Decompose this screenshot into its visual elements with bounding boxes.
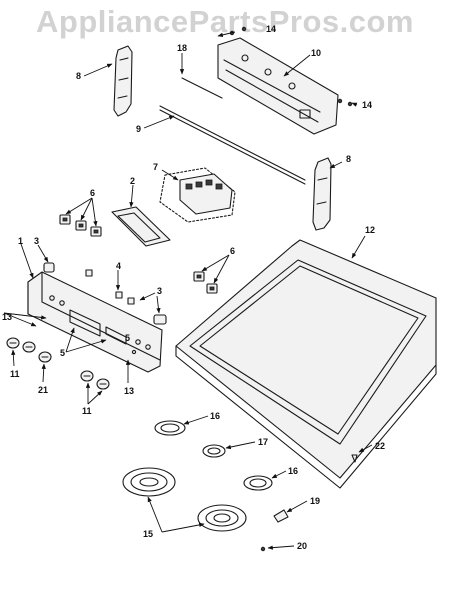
watermark-text: AppliancePartsPros.com: [36, 4, 414, 39]
callout-12: 12: [365, 225, 375, 235]
screws-14: [229, 26, 353, 107]
callout-16-right: 16: [288, 466, 298, 476]
control-overlay: [111, 206, 171, 247]
end-cap-left: [43, 262, 55, 273]
clips-6-right: [193, 271, 218, 294]
callout-6-left: 6: [90, 188, 95, 198]
knobs: [6, 337, 110, 390]
end-cap-right: [153, 314, 167, 325]
callout-2: 2: [130, 176, 135, 186]
backguard-bracket: [217, 37, 339, 135]
control-board: [159, 167, 236, 223]
maintop: [175, 239, 437, 489]
surface-elements: [122, 420, 273, 532]
callout-13-right: 13: [124, 386, 134, 396]
leader-lines: [3, 31, 373, 550]
callout-21: 21: [38, 385, 48, 395]
callout-11-bottom: 11: [82, 406, 92, 416]
callout-7: 7: [153, 162, 158, 172]
callout-9: 9: [136, 124, 141, 134]
clips-4: [85, 269, 135, 305]
clips-6-left: [59, 214, 102, 237]
callout-3-left: 3: [34, 236, 39, 246]
end-bracket-right: [312, 157, 332, 231]
clip-19: [273, 509, 289, 523]
callout-3-right: 3: [157, 286, 162, 296]
callout-10: 10: [311, 48, 321, 58]
callout-17: 17: [258, 437, 268, 447]
trim-strip-long: [159, 105, 306, 185]
callout-1: 1: [18, 236, 23, 246]
screw-22: [351, 454, 358, 463]
end-bracket-left: [113, 45, 133, 117]
callout-13-left: 13: [2, 312, 12, 322]
callout-labels: 1 2 3 3 4 5 5 6 6 7 8 8 9 10 11 11 12 13…: [2, 24, 385, 551]
callout-20: 20: [297, 541, 307, 551]
callout-4: 4: [116, 261, 121, 271]
callout-8-left: 8: [76, 71, 81, 81]
control-panel: [27, 271, 163, 373]
screw-20: [260, 546, 266, 552]
callout-15: 15: [143, 529, 153, 539]
callout-16-top: 16: [210, 411, 220, 421]
callout-14-right: 14: [362, 100, 372, 110]
callout-5-right: 5: [125, 333, 130, 343]
callout-6-right: 6: [230, 246, 235, 256]
callout-22: 22: [375, 441, 385, 451]
callout-8-right: 8: [346, 154, 351, 164]
callout-18: 18: [177, 43, 187, 53]
callout-11-left: 11: [10, 369, 20, 379]
callout-19: 19: [310, 496, 320, 506]
trim-strip-upper: [181, 77, 223, 99]
callout-5-left: 5: [60, 348, 65, 358]
callout-14-top: 14: [266, 24, 276, 34]
